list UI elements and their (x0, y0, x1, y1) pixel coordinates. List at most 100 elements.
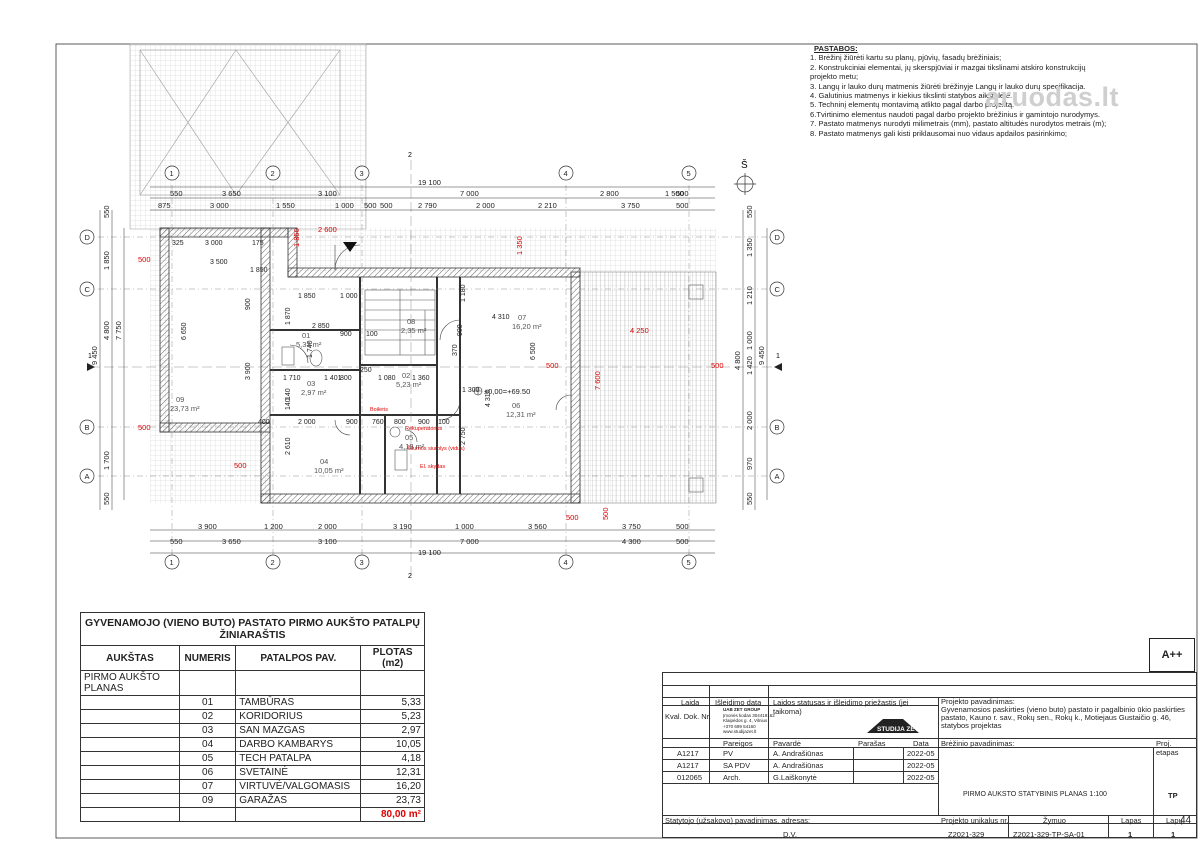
notes-block: PASTABOS: 1. Brėžinį žiūrėti kartu su pl… (810, 44, 1110, 138)
staff-name: G.Laiškonytė (773, 773, 817, 782)
tb-lapu: 1 (1171, 830, 1176, 839)
tb-pareigos: Pareigos (723, 739, 753, 748)
axis-label: B (85, 423, 90, 432)
dim-text: 550 (170, 189, 183, 198)
dim-text: 500 (676, 522, 689, 531)
dim-text: 550 (170, 537, 183, 546)
dim-text: 900 (457, 324, 464, 336)
tb-lapu-label: Lapų (1166, 816, 1183, 825)
room-schedule-table: GYVENAMOJO (VIENO BUTO) PASTATO PIRMO AU… (80, 612, 425, 822)
dim-text: 3 190 (393, 522, 412, 531)
dim-text: 3 650 (222, 537, 241, 546)
dim-text: 1 000 (455, 522, 474, 531)
axis-label: A (85, 472, 90, 481)
entrance-arrow-icon (343, 242, 357, 252)
equipment-recuperator: Rekuperatorius (405, 426, 443, 432)
axis-label: 3 (360, 169, 364, 178)
dim-text: 550 (745, 205, 754, 218)
dim-text: 9 450 (90, 346, 99, 365)
dim-text: 2 750 (460, 427, 467, 445)
note-item: 4. Galutinius matmenys ir kiekius tiksli… (810, 91, 1013, 101)
staff-date: 2022-05 (907, 773, 935, 782)
dim-text: 400 (258, 419, 270, 426)
axis-label: 4 (564, 169, 568, 178)
dim-text: 500 (676, 201, 689, 210)
dim-text: 1 850 (250, 267, 268, 274)
dim-text: 500 (566, 513, 579, 522)
axis-bubble (354, 165, 370, 181)
room-name: GARAŽAS (235, 793, 362, 808)
north-label: Š (741, 158, 748, 171)
staff-role: Arch. (723, 773, 741, 782)
dim-text: 3 500 (210, 259, 228, 266)
dim-text: 1 420 (745, 356, 754, 375)
staff-code: A1217 (677, 749, 699, 758)
room-area: 2,97 m² (301, 388, 327, 397)
tb-lapas-label: Lapas (1121, 816, 1142, 825)
room-area: 10,05 (360, 737, 425, 752)
dim-text: 1 850 (292, 228, 301, 247)
dim-text: 2 000 (745, 411, 754, 430)
dim-text: 1 550 (276, 201, 295, 210)
dim-text: 1 350 (745, 238, 754, 257)
dim-text: 7 000 (460, 537, 479, 546)
dim-text: 19 100 (418, 178, 441, 187)
room-area: 10,05 m² (314, 466, 344, 475)
dim-text: 3 000 (210, 201, 229, 210)
dim-text: 900 (245, 298, 252, 310)
schedule-total: 80,00 m² (360, 807, 425, 822)
axis-label: 5 (687, 558, 691, 567)
dim-text: 1 870 (285, 307, 292, 325)
dim-text: 800 (340, 375, 352, 382)
room-area: 4,18 (360, 751, 425, 766)
notes-title: PASTABOS: (814, 44, 858, 53)
dim-text: 175 (252, 240, 264, 247)
dim-text: 7 600 (593, 371, 602, 390)
title-block: Laida Išleidimo data Laidos statusas ir … (662, 672, 1197, 839)
dim-text: 3 100 (318, 189, 337, 198)
dim-text: 1 000 (335, 201, 354, 210)
studio-logo: STUDIJA ZET (863, 713, 933, 735)
tb-etapas: TP (1168, 791, 1178, 800)
dim-text: 550 (745, 492, 754, 505)
dim-text: 1 500 (665, 189, 684, 198)
dim-text: 1 000 (745, 331, 754, 350)
room-number: 04 (320, 457, 328, 466)
dim-text: 1 080 (378, 375, 396, 382)
axis-bubble (558, 165, 574, 181)
axis-bubble (769, 419, 785, 435)
dim-text: 1 850 (298, 293, 316, 300)
dim-text: 2 610 (285, 437, 292, 455)
axis-label: 3 (360, 558, 364, 567)
dim-text: 1 000 (340, 293, 358, 300)
dim-text: 2 790 (418, 201, 437, 210)
room-area: 2,97 (360, 723, 425, 738)
dim-text: 2 800 (600, 189, 619, 198)
axis-bubble (164, 554, 180, 570)
col-header: AUKŠTAS (80, 645, 180, 671)
dim-text: 4 300 (622, 537, 641, 546)
north-arrow-icon: Š (734, 158, 756, 195)
axis-bubble (79, 281, 95, 297)
axis-label: B (775, 423, 780, 432)
axis-bubble (265, 165, 281, 181)
room-name: SAN MAZGAS (235, 723, 362, 738)
dim-text: 3 900 (198, 522, 217, 531)
axis-label: C (775, 285, 781, 294)
tb-data: Data (913, 739, 929, 748)
dim-text: 140 (285, 388, 292, 400)
room-area: 5,23 (360, 709, 425, 724)
dim-text: 3 750 (621, 201, 640, 210)
dim-text: 500 (234, 461, 247, 470)
dim-text: 9 450 (757, 346, 766, 365)
svg-text:STUDIJA ZET: STUDIJA ZET (877, 726, 919, 733)
tb-zymuo-label: Žymuo (1043, 816, 1066, 825)
dim-text: 1 360 (412, 375, 430, 382)
axis-label: A (775, 472, 780, 481)
room-number: 09 (176, 395, 184, 404)
interior-walls (270, 277, 461, 494)
